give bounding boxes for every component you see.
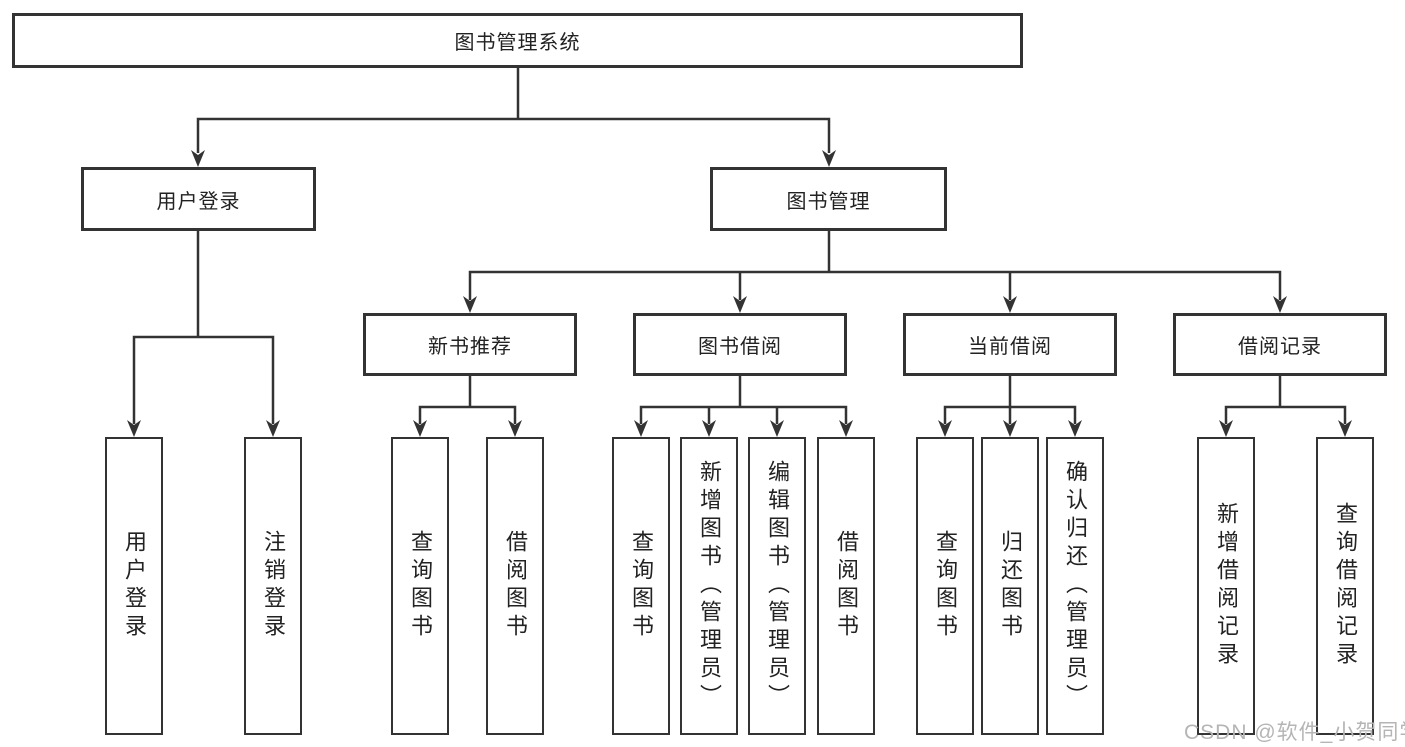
node-book-borrowing: 图书借阅 xyxy=(633,313,847,376)
node-leaf-return-books: 归还图书 xyxy=(981,437,1039,735)
node-leaf-add-borrow-record: 新增借阅记录 xyxy=(1197,437,1255,735)
node-leaf-add-books-admin: 新增图书（管理员） xyxy=(680,437,738,735)
node-label: 查询图书 xyxy=(629,530,654,642)
node-leaf-query-books: 查询图书 xyxy=(612,437,670,735)
node-leaf-query-books: 查询图书 xyxy=(916,437,974,735)
node-label: 查询图书 xyxy=(933,530,958,642)
node-label: 注销登录 xyxy=(261,530,286,642)
node-label: 当前借阅 xyxy=(968,336,1052,358)
node-leaf-query-books: 查询图书 xyxy=(391,437,449,735)
node-library-management-system: 图书管理系统 xyxy=(12,13,1023,68)
node-book-management: 图书管理 xyxy=(710,167,947,231)
node-label: 查询图书 xyxy=(408,530,433,642)
node-label: 新书推荐 xyxy=(428,336,512,358)
node-label: 确认归还（管理员） xyxy=(1063,460,1088,712)
node-label: 图书管理 xyxy=(786,190,871,213)
node-leaf-edit-books-admin: 编辑图书（管理员） xyxy=(748,437,806,735)
node-current-borrowing: 当前借阅 xyxy=(903,313,1117,376)
node-label: 用户登录 xyxy=(156,190,241,213)
node-leaf-borrow-books: 借阅图书 xyxy=(486,437,544,735)
node-leaf-confirm-return-admin: 确认归还（管理员） xyxy=(1046,437,1104,735)
node-label: 图书管理系统 xyxy=(454,32,581,54)
node-label: 借阅图书 xyxy=(503,530,528,642)
node-label: 图书借阅 xyxy=(698,336,782,358)
node-label: 新增图书（管理员） xyxy=(697,460,722,712)
csdn-watermark: CSDN @软件_小贺同学 xyxy=(1184,721,1405,744)
node-label: 借阅图书 xyxy=(834,530,859,642)
node-label: 编辑图书（管理员） xyxy=(765,460,790,712)
node-label: 查询借阅记录 xyxy=(1333,502,1358,670)
node-leaf-borrow-books: 借阅图书 xyxy=(817,437,875,735)
node-leaf-user-login: 用户登录 xyxy=(105,437,163,735)
node-label: 归还图书 xyxy=(998,530,1023,642)
node-label: 新增借阅记录 xyxy=(1214,502,1239,670)
node-label: 用户登录 xyxy=(122,530,147,642)
node-leaf-logout: 注销登录 xyxy=(244,437,302,735)
node-new-book-recommendation: 新书推荐 xyxy=(363,313,577,376)
node-label: 借阅记录 xyxy=(1238,336,1322,358)
node-user-login: 用户登录 xyxy=(81,167,316,231)
node-leaf-query-borrow-record: 查询借阅记录 xyxy=(1316,437,1374,735)
node-borrowing-records: 借阅记录 xyxy=(1173,313,1387,376)
